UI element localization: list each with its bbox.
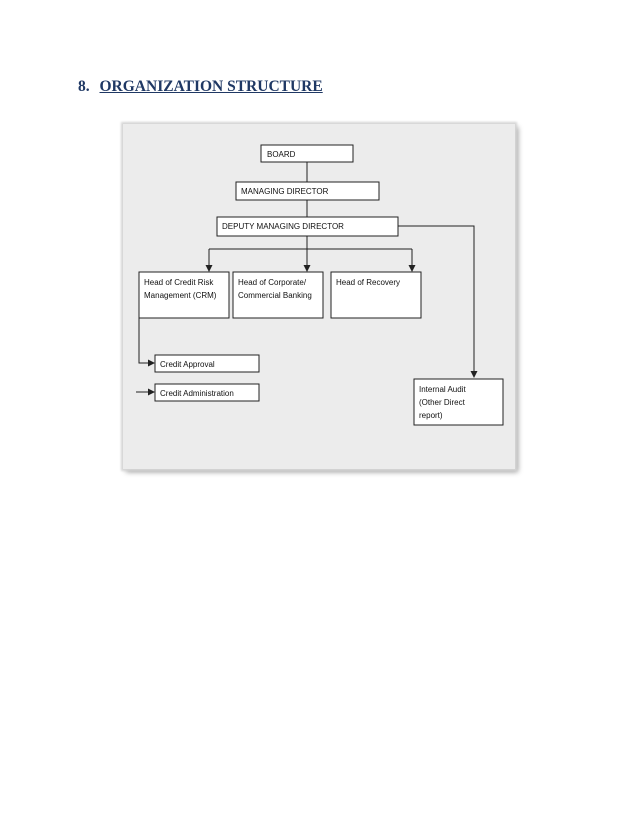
head-credit-risk-label-line1: Head of Credit Risk	[144, 278, 214, 287]
credit-approval-label: Credit Approval	[160, 360, 215, 369]
head-corporate-label-line1: Head of Corporate/	[238, 278, 307, 287]
connector-dmd-audit	[398, 225, 478, 378]
internal-audit-label-line2: (Other Direct	[419, 398, 466, 407]
head-credit-risk-box: Head of Credit Risk Management (CRM)	[138, 271, 230, 319]
managing-director-box: MANAGING DIRECTOR	[235, 181, 380, 201]
section-number: 8.	[78, 78, 90, 95]
head-recovery-label: Head of Recovery	[336, 278, 400, 287]
board-label: BOARD	[267, 150, 296, 159]
credit-approval-box: Credit Approval	[154, 354, 260, 373]
credit-administration-box: Credit Administration	[154, 383, 260, 402]
head-credit-risk-label-line2: Management (CRM)	[144, 291, 217, 300]
credit-administration-label: Credit Administration	[160, 389, 234, 398]
head-corporate-label-line2: Commercial Banking	[238, 291, 312, 300]
internal-audit-box: Internal Audit (Other Direct report)	[413, 378, 504, 426]
managing-director-label: MANAGING DIRECTOR	[241, 187, 329, 196]
section-title: ORGANIZATION STRUCTURE	[99, 78, 323, 95]
board-box: BOARD	[260, 144, 354, 163]
head-corporate-box: Head of Corporate/ Commercial Banking	[232, 271, 324, 319]
internal-audit-label-line1: Internal Audit	[419, 385, 466, 394]
arrow-crm-credit-approval	[138, 318, 155, 367]
section-heading: 8. ORGANIZATION STRUCTURE	[78, 78, 323, 96]
head-recovery-box: Head of Recovery	[330, 271, 422, 319]
deputy-managing-director-label: DEPUTY MANAGING DIRECTOR	[222, 222, 344, 231]
deputy-managing-director-box: DEPUTY MANAGING DIRECTOR	[216, 216, 399, 237]
internal-audit-label-line3: report)	[419, 411, 443, 420]
